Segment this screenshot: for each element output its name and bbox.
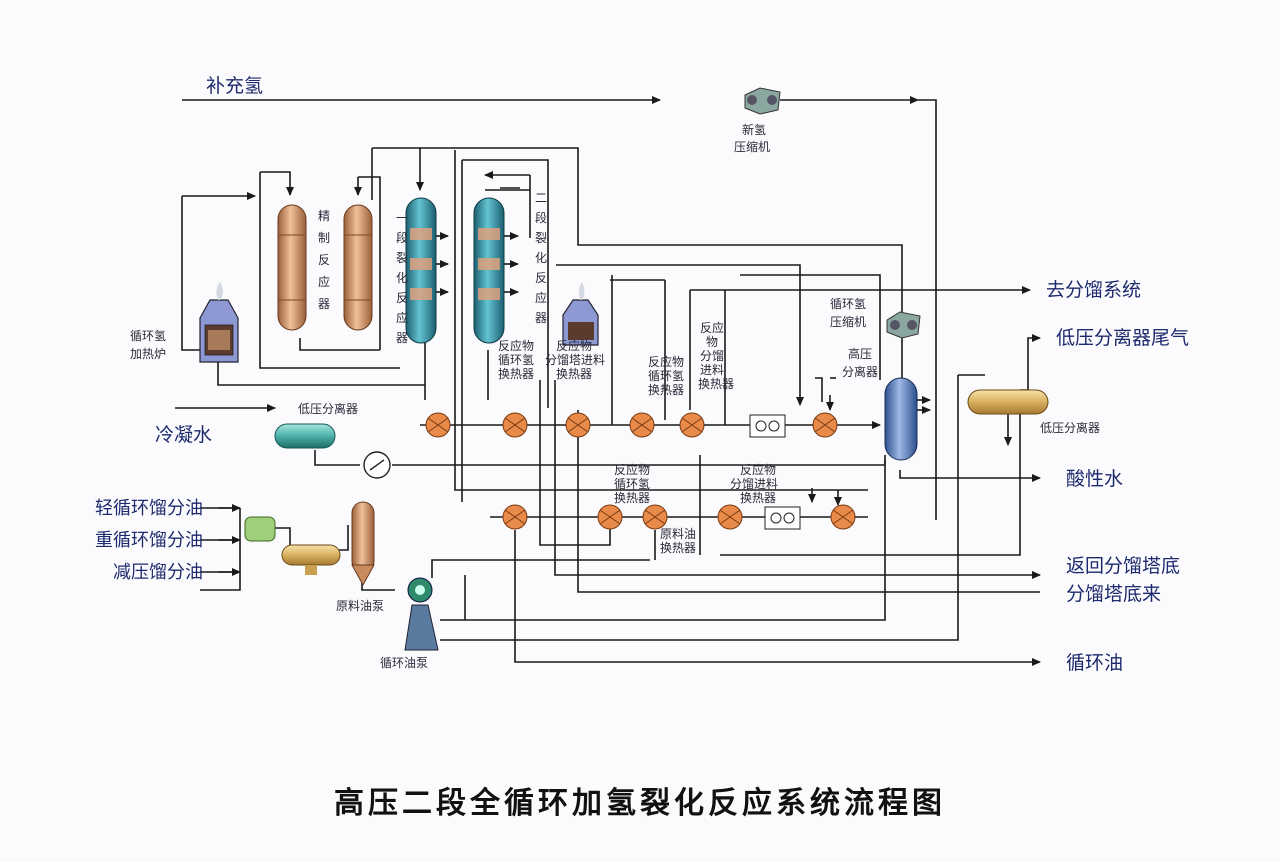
diagram-title: 高压二段全循环加氢裂化反应系统流程图 [334,786,946,821]
labels: 补充氢 新氢 压缩机 循环氢 加热炉 去分馏系统 循环氢 压缩机 低压分离器尾气… [95,75,1189,821]
heat-exchanger [717,504,743,530]
label-recycle-heater-1: 循环氢 [130,328,166,343]
heat-exchanger [812,412,838,438]
label-hx4-d: 进料 [700,363,724,377]
label-recycle-compressor-2: 压缩机 [830,314,866,329]
label-hx3-c: 换热器 [648,383,684,397]
label-feed-pump: 原料油泵 [336,599,384,613]
label-light-cycle-oil: 轻循环馏分油 [95,498,203,519]
label-hx3-b: 循环氢 [648,368,684,383]
label-stage2-reactor: 二段裂化反应器 [535,191,547,325]
heat-exchanger [502,412,528,438]
feed-oil-pump [407,577,433,603]
label-hx7-b: 换热器 [660,541,696,555]
refining-reactor-2 [343,204,373,331]
heat-exchanger [642,504,668,530]
stage2-cracking-reactor [473,197,519,344]
label-lp-separator-right: 低压分离器 [1040,420,1100,435]
low-pressure-separator-left [274,423,336,449]
label-vacuum-oil: 减压馏分油 [113,562,203,583]
heat-exchanger [597,504,623,530]
label-condensate-water: 冷凝水 [155,424,212,446]
water-pump [363,451,391,479]
heat-exchanger [425,412,451,438]
label-recycle-heater-2: 加热炉 [130,347,166,361]
heat-exchangers-top [425,412,838,438]
label-new-compressor-2: 压缩机 [734,139,770,154]
refining-reactor-1 [277,204,307,331]
label-hx4-c: 分馏 [700,349,724,363]
label-high-separator-1: 高压 [848,346,872,361]
feed-drum-small [244,516,276,542]
label-refining-reactor: 精制反应器 [318,209,330,311]
heat-exchanger [679,412,705,438]
heat-exchanger [629,412,655,438]
label-hx5-c: 换热器 [614,491,650,505]
new-hydrogen-compressor [744,87,781,115]
label-hx4-e: 换热器 [698,377,734,391]
label-hx1-c: 换热器 [498,367,534,381]
label-hx4-b: 物 [706,335,718,349]
label-hx2-a: 反应物 [556,338,592,353]
label-hx2-b: 分馏塔进料 [545,353,605,367]
label-hx1-b: 循环氢 [498,352,534,367]
label-new-compressor-1: 新氢 [742,122,766,137]
recycle-oil-pump [404,604,439,651]
label-recycle-pump: 循环油泵 [380,656,428,670]
stage2-heater [562,282,599,346]
vertical-labels: 精制反应器 一段裂化反应器 二段裂化反应器 [318,191,547,345]
label-high-separator-2: 分离器 [842,364,878,379]
label-hx5-a: 反应物 [614,462,650,477]
label-lp-separator-tail-gas: 低压分离器尾气 [1056,327,1189,349]
label-makeup-hydrogen: 补充氢 [206,75,263,97]
high-pressure-separator [884,377,931,461]
label-return-fractionator-bottom: 返回分馏塔底 [1066,555,1180,577]
heat-exchanger [502,504,528,530]
heat-exchangers-bottom [502,504,856,530]
label-hx7-a: 原料油 [660,527,696,541]
label-to-fractionation: 去分馏系统 [1046,279,1141,301]
label-hx2-c: 换热器 [556,367,592,381]
recycle-hydrogen-compressor [886,311,921,339]
label-recycle-oil: 循环油 [1066,652,1123,674]
label-stage1-reactor: 一段裂化反应器 [396,211,408,345]
label-from-fractionator-bottom: 分馏塔底来 [1066,583,1161,605]
label-acid-water: 酸性水 [1066,468,1123,490]
label-hx6-b: 分馏进料 [730,477,778,491]
heat-exchanger [565,412,591,438]
recycle-hydrogen-heater [199,282,239,363]
label-hx6-c: 换热器 [740,491,776,505]
label-lp-separator-left: 低压分离器 [298,401,358,416]
feed-surge-drum [351,501,375,587]
label-hx5-b: 循环氢 [614,476,650,491]
label-hx6-a: 反应物 [740,462,776,477]
heat-exchanger [830,504,856,530]
label-hx4-a: 反应 [700,320,724,335]
label-hx3-a: 反应物 [648,354,684,369]
stage1-cracking-reactor [405,197,449,344]
air-cooler [764,506,801,530]
air-cooler [749,414,786,438]
label-heavy-cycle-oil: 重循环馏分油 [95,530,203,551]
label-recycle-compressor-1: 循环氢 [830,296,866,311]
label-hx1-a: 反应物 [498,338,534,353]
feed-filter [281,544,341,575]
low-pressure-separator-right [967,389,1049,415]
